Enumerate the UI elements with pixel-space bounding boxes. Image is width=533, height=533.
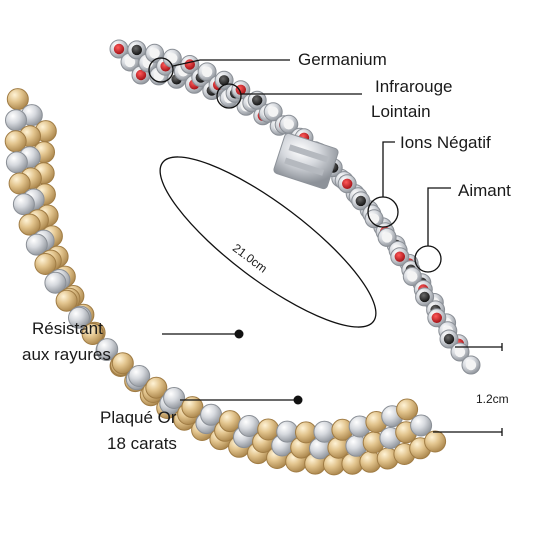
- negative-ions-callout-line: [382, 141, 395, 197]
- bracelet-stone: [124, 56, 136, 68]
- gold-plated-label-line1: Plaqué Or: [100, 408, 177, 427]
- gold-callout-dot: [293, 395, 303, 405]
- gold-link: [181, 396, 204, 419]
- magnet-callout-ring: [414, 245, 442, 273]
- infrared-label-line1: Infrarouge: [375, 77, 453, 96]
- gold-link: [111, 352, 134, 375]
- germanium-callout-ring: [148, 57, 174, 83]
- bracelet-stone: [368, 213, 380, 224]
- gold-link: [396, 398, 419, 421]
- gold-link: [55, 289, 78, 312]
- gold-link: [8, 172, 31, 195]
- bracelet-stone: [431, 312, 442, 323]
- infrared-callout-ring: [216, 83, 242, 109]
- germanium-label: Germanium: [298, 50, 387, 69]
- bracelet-stone: [443, 333, 455, 345]
- silver-link: [44, 271, 67, 294]
- silver-link: [128, 365, 151, 387]
- bracelet-stone: [381, 232, 393, 243]
- length-ellipse: [159, 156, 377, 328]
- bracelet-stone: [355, 195, 366, 207]
- magnet-label: Aimant: [458, 181, 511, 200]
- bracelet-stone: [407, 271, 418, 282]
- bracelet-stone: [167, 53, 178, 64]
- silver-link: [410, 414, 433, 437]
- bracelet-stone: [218, 75, 230, 86]
- infrared-label-line2: Lointain: [371, 102, 431, 121]
- gold-link: [424, 430, 447, 453]
- bracelet-stone: [252, 95, 263, 106]
- inner-band: [109, 39, 481, 375]
- gold-link: [18, 213, 41, 236]
- bracelet-stone: [454, 346, 466, 358]
- bracelet-stone: [235, 84, 246, 96]
- silver-link: [163, 387, 186, 409]
- scratch-resistant-label-line2: aux rayures: [22, 345, 111, 364]
- silver-link: [96, 338, 119, 361]
- gold-link: [145, 376, 168, 399]
- silver-link: [25, 233, 48, 256]
- silver-link: [12, 193, 35, 216]
- length-label-bg: [230, 211, 292, 267]
- bracelet-stone: [419, 291, 430, 303]
- bracelet-stone: [394, 251, 405, 262]
- bracelet-stone: [283, 119, 294, 130]
- germanium-callout-line: [172, 59, 290, 67]
- bracelet-stone: [113, 43, 125, 55]
- scratch-callout-dot: [234, 329, 244, 339]
- magnet-callout-line: [427, 187, 451, 246]
- bracelet-stone: [149, 48, 160, 59]
- bracelet-stone: [131, 44, 142, 56]
- bracelet-stone: [465, 359, 477, 371]
- gold-plated-label-line2: 18 carats: [107, 434, 177, 453]
- bracelet-stone: [135, 69, 147, 81]
- scratch-resistant-label-line1: Résistant: [32, 319, 103, 338]
- outer-band: [4, 88, 447, 476]
- bracelet-stone: [342, 178, 353, 189]
- silver-link: [68, 306, 90, 329]
- negative-ions-label: Ions Négatif: [400, 133, 491, 152]
- bracelet-stone: [201, 66, 213, 78]
- gold-link: [34, 253, 57, 275]
- clasp: [273, 132, 339, 190]
- width-label: 1.2cm: [476, 392, 509, 406]
- callout-lines: [148, 57, 503, 436]
- gold-link: [81, 323, 104, 345]
- bracelet-stone: [268, 106, 279, 118]
